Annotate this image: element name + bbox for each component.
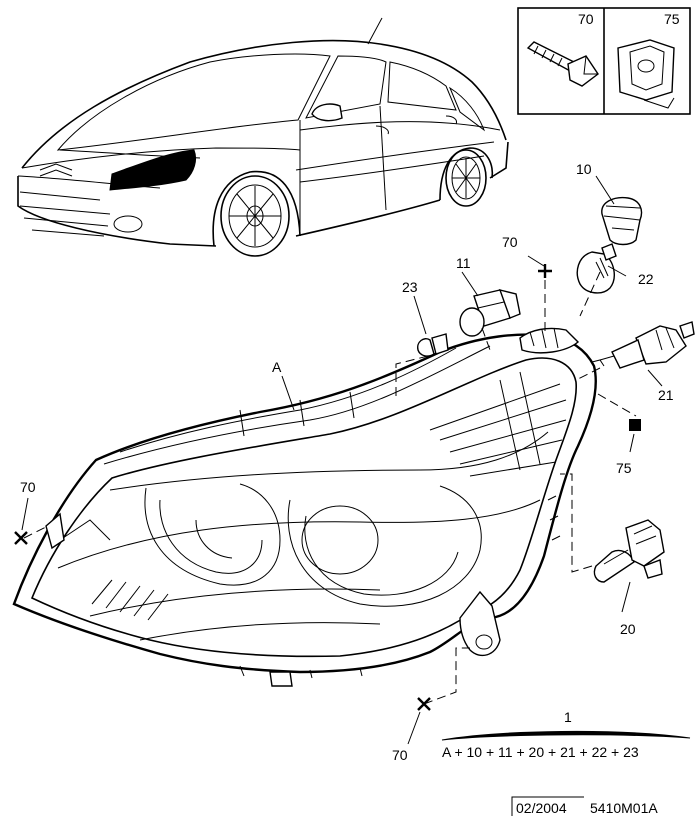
- headlamp-unit: [12, 327, 597, 687]
- bulb-21-callout: 21: [658, 387, 674, 403]
- bulb-22-icon: [576, 243, 617, 294]
- bulb-23-icon: [416, 333, 449, 357]
- inset-bolt-callout: 70: [578, 11, 594, 27]
- socket-11-callout: 11: [456, 255, 471, 271]
- footer-date: 02/2004: [516, 800, 567, 816]
- screw-70-top-icon: [538, 264, 552, 278]
- assembly-1-callout: 1: [564, 709, 572, 725]
- inset-clip-callout: 75: [664, 11, 680, 27]
- bulb-20-callout: 20: [620, 621, 636, 637]
- headlamp-a-callout: A: [272, 359, 282, 375]
- footer: 02/2004 5410M01A: [511, 796, 658, 816]
- screw-70-bottom-callout: 70: [392, 747, 408, 763]
- bulb-21-icon: [591, 321, 695, 369]
- footer-reference: 5410M01A: [590, 800, 658, 816]
- clip-75-callout: 75: [616, 460, 632, 476]
- bulb-holder-10-callout: 10: [576, 161, 592, 177]
- bulb-holder-10-icon: [601, 196, 643, 246]
- bulb-20-icon: [593, 519, 665, 583]
- bulb-22-callout: 22: [638, 271, 654, 287]
- clip-nut-icon: [617, 39, 675, 109]
- assembly-group: 1 A + 10 + 11 + 20 + 21 + 22 + 23: [441, 709, 691, 760]
- assembly-brace: [441, 730, 691, 741]
- screw-70-left-icon: [14, 531, 28, 545]
- bolt-icon: [526, 41, 599, 87]
- screw-70-left-callout: 70: [20, 479, 36, 495]
- car-illustration: [17, 17, 509, 257]
- bulb-23-callout: 23: [402, 279, 418, 295]
- assembly-formula: A + 10 + 11 + 20 + 21 + 22 + 23: [442, 744, 639, 760]
- screw-70-top-callout: 70: [502, 234, 518, 250]
- clip-75-icon: [629, 419, 641, 431]
- fastener-inset: 70 75: [517, 7, 691, 115]
- socket-11-icon: [459, 289, 521, 337]
- leader-lines: [21, 175, 663, 745]
